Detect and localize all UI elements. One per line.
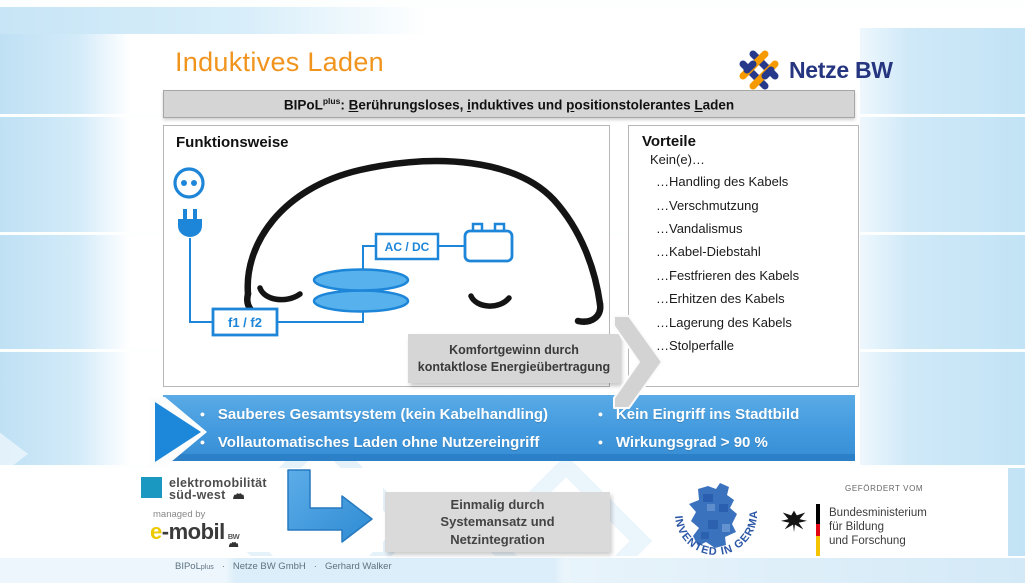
ministry-line: Bundesministerium	[829, 507, 927, 519]
emobil-bw-text: BW	[227, 532, 240, 541]
vorteile-intro: Kein(e)…	[650, 152, 705, 167]
battery-icon	[463, 222, 514, 263]
acdc-label: AC / DC	[385, 240, 430, 254]
emobil-bw-suffix: BW	[228, 533, 240, 548]
vorteile-item: …Kabel-Diebstahl	[656, 244, 761, 260]
f1f2-label: f1 / f2	[228, 315, 262, 330]
banner-superscript: plus	[322, 95, 341, 106]
background-top-strip	[0, 0, 1025, 7]
funktionsweise-title: Funktionsweise	[176, 134, 289, 151]
highlight-item: Wirkungsgrad > 90 %	[598, 428, 799, 456]
banner-chevron-icon	[149, 397, 207, 467]
acdc-box: AC / DC	[374, 232, 440, 261]
banner-underlined-letter: p	[566, 97, 575, 113]
highlight-item: Sauberes Gesamtsystem (kein Kabelhandlin…	[200, 400, 548, 428]
bw-lions-icon	[228, 542, 239, 547]
project-banner: BIPoLplus: Berührungsloses, induktives u…	[163, 90, 855, 118]
vorteile-item: …Handling des Kabels	[656, 174, 789, 190]
emobil-rest: -mobil	[161, 519, 226, 544]
banner-text: BIPoLplus: Berührungsloses, induktives u…	[284, 96, 734, 113]
emsw-line2: süd-west	[169, 488, 226, 502]
netze-bw-icon	[739, 50, 779, 90]
footer-separator: ·	[221, 561, 225, 572]
emsw-line1: elektromobilität	[169, 476, 267, 490]
footer-project: BIPoL	[175, 561, 201, 572]
emsw-wordmark: elektromobilität süd-west	[169, 476, 267, 502]
vorteile-item: …Lagerung des Kabels	[656, 314, 792, 330]
gray-arrow-icon	[613, 315, 663, 409]
highlights-column-left: Sauberes Gesamtsystem (kein Kabelhandlin…	[200, 400, 548, 456]
vorteile-item: …Festfrieren des Kabels	[656, 267, 800, 283]
watermark-wedge	[0, 428, 28, 480]
footer-author: Gerhard Walker	[324, 561, 392, 572]
vorteile-panel: Vorteile Kein(e)… …Handling des Kabels …V…	[628, 125, 859, 387]
banner-underlined-letter: B	[348, 97, 359, 113]
footer-strip	[0, 556, 1025, 583]
banner-underlined-letter: L	[694, 97, 703, 113]
footer-separator: ·	[313, 561, 317, 572]
managed-by-label: managed by	[153, 509, 206, 520]
banner-segment: aden	[702, 97, 735, 113]
vorteile-item: …Stolperfalle	[656, 337, 735, 353]
banner-separator: :	[340, 97, 349, 113]
invented-in-germany-stamp: INVENTED IN GERMANY	[663, 474, 759, 558]
vorteile-item: …Vandalismus	[656, 220, 743, 236]
page-title: Induktives Laden	[175, 47, 384, 77]
federal-eagle-icon	[780, 510, 808, 533]
background-line	[0, 465, 1025, 468]
elbow-arrow-icon	[287, 469, 373, 543]
f1f2-box: f1 / f2	[211, 307, 279, 337]
komfort-line1: Komfortgewinn durch	[449, 342, 579, 357]
komfort-line2: kontaktlose Energieübertragung	[417, 359, 611, 374]
socket-icon	[173, 167, 205, 199]
netze-bw-logo: Netze BW	[737, 48, 893, 92]
highlights-banner: Sauberes Gesamtsystem (kein Kabelhandlin…	[163, 395, 855, 461]
ministry-line: für Bildung	[829, 521, 884, 533]
ministry-name: Bundesministerium für Bildung und Forschun…	[829, 506, 927, 548]
vorteile-item: …Erhitzen des Kabels	[656, 291, 785, 307]
funding-label: GEFÖRDERT VOM	[845, 484, 924, 493]
einmalig-line: Einmalig durch	[450, 496, 545, 512]
banner-prefix: BIPoL	[283, 97, 323, 113]
banner-segment: nduktives und	[470, 97, 567, 113]
banner-segment: erührungsloses,	[358, 97, 468, 113]
vorteile-list: …Handling des Kabels …Verschmutzung …Vanda…	[656, 170, 799, 357]
footer-company: Netze BW GmbH	[232, 561, 306, 572]
emobil-e: e	[150, 519, 162, 544]
flag-stripe-icon	[816, 504, 820, 556]
plug-icon	[178, 209, 202, 237]
germany-map-icon	[689, 483, 737, 548]
vorteile-item: …Verschmutzung	[656, 197, 759, 213]
coil-ground	[312, 289, 410, 313]
coil-vehicle	[312, 268, 410, 292]
einmalig-line: Netzintegration	[450, 531, 545, 547]
bw-lions-icon	[232, 492, 244, 499]
banner-segment: ositionstolerantes	[574, 97, 695, 113]
highlight-item: Kein Eingriff ins Stadtbild	[598, 400, 799, 428]
charging-diagram: AC / DC f1 / f2	[173, 157, 604, 337]
ministry-line: und Forschung	[829, 535, 906, 547]
footer-project-sup: plus	[200, 564, 214, 571]
banner-underlined-letter: i	[467, 97, 471, 113]
elektromobilitaet-suedwest-logo: elektromobilität süd-west	[141, 477, 267, 501]
einmalig-line: Systemansatz und	[440, 514, 555, 530]
highlight-item: Vollautomatisches Laden ohne Nutzereingr…	[200, 428, 548, 456]
komfort-box: Komfortgewinn durch kontaktlose Energieü…	[408, 334, 620, 383]
highlights-column-right: Kein Eingriff ins StadtbildWirkungsgrad …	[598, 400, 799, 456]
emobil-bw-logo: e -mobil BW	[150, 519, 240, 548]
teal-square-icon	[141, 477, 162, 498]
vorteile-title: Vorteile	[642, 133, 696, 150]
netze-bw-wordmark: Netze BW	[789, 56, 893, 83]
